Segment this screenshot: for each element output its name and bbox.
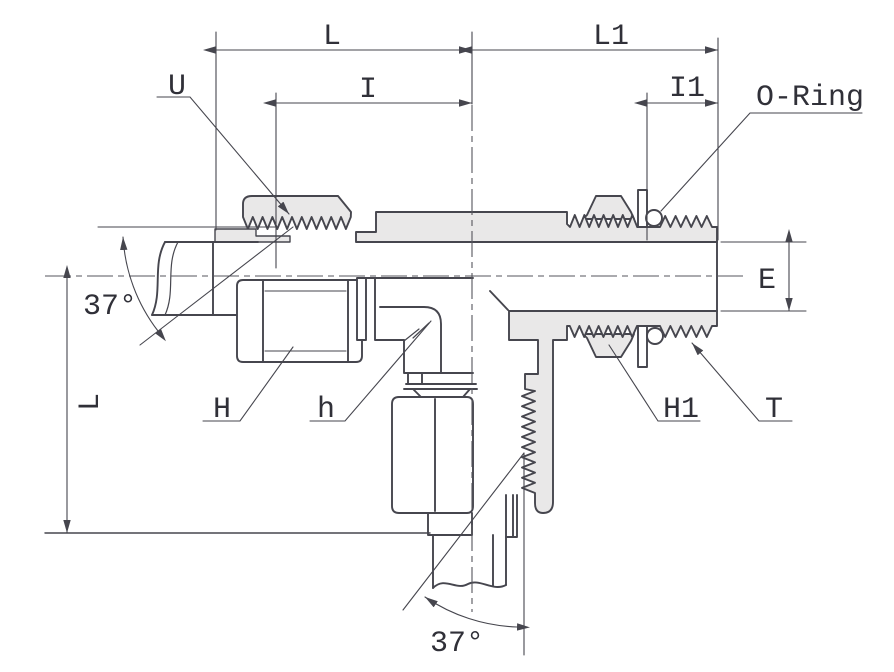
washer-right-upper (637, 189, 648, 228)
label-callout-o-ring: O-Ring (756, 81, 864, 115)
leader-H1 (608, 344, 701, 422)
label-dim-I: I (359, 73, 377, 107)
leader-T (691, 342, 793, 422)
body-upper-section (355, 211, 718, 243)
tube-sleeve (214, 228, 291, 243)
locknut-h1-lower (582, 333, 635, 358)
label-dim-I1: I1 (669, 72, 705, 106)
leader-h (309, 320, 432, 422)
dimensions (44, 31, 863, 656)
label-dim-L-vertical: L (74, 393, 108, 411)
o-ring-lower (646, 327, 664, 345)
label-angle-bottom: 37° (430, 627, 484, 661)
washer-left (356, 277, 367, 341)
leader-U (156, 96, 290, 215)
label-callout-H: H (213, 393, 231, 427)
angle-bottom-arc (424, 596, 530, 631)
label-callout-U: U (168, 70, 186, 104)
washer-right-lower (637, 325, 648, 368)
label-callout-T: T (765, 393, 783, 427)
o-ring-upper (645, 209, 663, 227)
angle-bottom-flare-line (402, 452, 525, 611)
label-callout-H1: H1 (663, 393, 699, 427)
outline-parts (151, 189, 718, 589)
nut-H (236, 279, 363, 363)
label-dim-L-top: L (323, 20, 341, 54)
body-hex-h (365, 277, 474, 374)
angle-left-arc (120, 236, 166, 342)
labels: L L1 I I1 U O-Ring E 37° H h H1 T L 37° (74, 20, 864, 661)
label-dim-L1: L1 (593, 20, 629, 54)
label-dim-E: E (758, 264, 776, 298)
branch-flange (403, 372, 478, 398)
locknut-h1-upper (582, 195, 635, 220)
port-chamfer (489, 290, 509, 311)
fitting-body (214, 195, 718, 514)
body-lower-section (508, 310, 718, 514)
branch-nut (391, 396, 474, 514)
leader-o-ring (660, 112, 863, 212)
label-callout-h: h (317, 393, 335, 427)
nut-H-chamfers (264, 290, 347, 352)
label-angle-left: 37° (83, 290, 137, 324)
nut-H-facets (262, 280, 349, 362)
flare-nut-upper-section (242, 195, 352, 230)
leader-H (202, 346, 294, 422)
